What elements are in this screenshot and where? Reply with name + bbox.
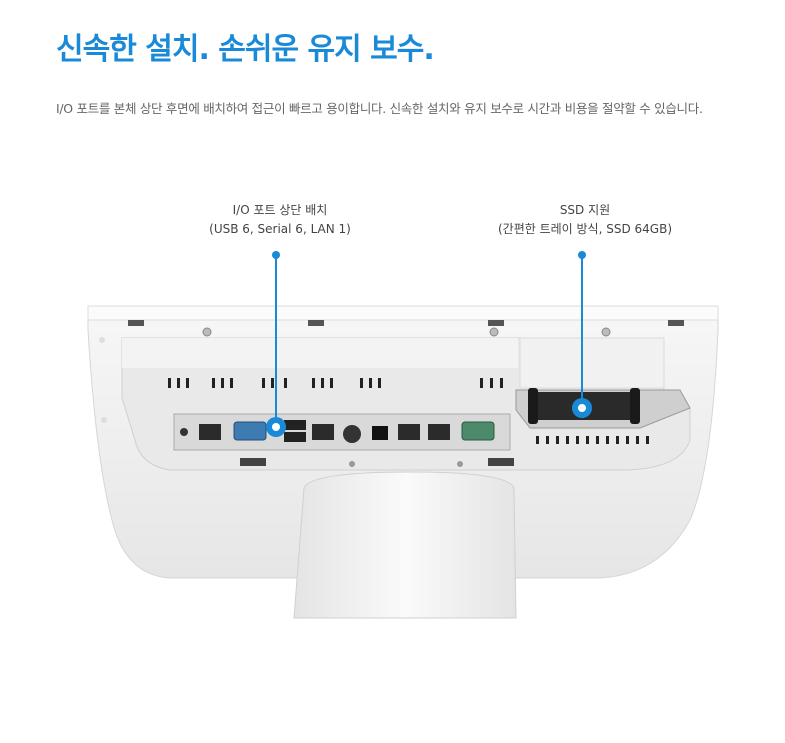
callout-ssd-title: SSD 지원	[559, 203, 611, 217]
callout-io-ports: I/O 포트 상단 배치 (USB 6, Serial 6, LAN 1)	[170, 201, 390, 239]
callout-io-title: I/O 포트 상단 배치	[232, 203, 328, 217]
callout-ssd-detail: (간편한 트레이 방식, SSD 64GB)	[497, 222, 673, 236]
device-stand	[293, 471, 517, 619]
io-port-panel	[173, 413, 511, 451]
callout-ssd-connector	[572, 251, 592, 418]
page-description: I/O 포트를 본체 상단 후면에 배치하여 접근이 빠르고 용이합니다. 신속…	[56, 101, 703, 116]
callout-ssd: SSD 지원 (간편한 트레이 방식, SSD 64GB)	[470, 201, 700, 239]
bottom-details	[240, 458, 514, 467]
callout-io-detail: (USB 6, Serial 6, LAN 1)	[209, 222, 351, 236]
page-headline: 신속한 설치. 손쉬운 유지 보수.	[56, 32, 435, 67]
callout-io-connector	[266, 251, 286, 437]
